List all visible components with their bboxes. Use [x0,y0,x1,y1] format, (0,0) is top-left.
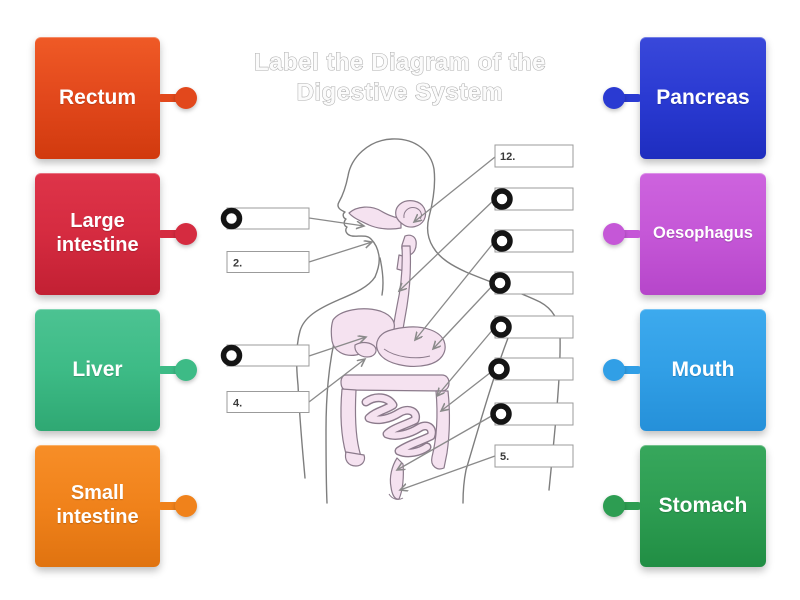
answer-slot-box [494,444,574,468]
card-surface: Rectum [35,37,160,159]
oesophagus-shape [392,245,411,337]
head-and-right-side-path [337,138,561,491]
label-card-oesophagus[interactable]: Oesophagus [598,173,788,295]
label-text: Large intestine [56,210,139,256]
connector-stem [157,94,187,102]
card-surface: Large intestine [35,173,160,295]
slot-number: 12. [500,151,515,163]
leader-line [400,455,496,490]
leader-lines [308,156,496,490]
connector-stem [157,366,187,374]
leader-line [399,198,496,291]
drop-target-pin[interactable] [488,358,510,380]
connector-stem [612,366,642,374]
connector-stem [612,230,642,238]
label-text: Oesophagus [653,224,753,243]
connector-stem [612,94,642,102]
drop-target-pin[interactable] [220,344,243,367]
leader-line [437,326,496,396]
rectum-shape [389,457,404,500]
left-torso-line [325,329,338,504]
answer-slot-box [494,144,574,168]
label-text: Liver [72,357,123,381]
slot-number: 2. [233,258,242,270]
diagram-title: Label the Diagram of the Digestive Syste… [253,48,546,106]
label-card-large-intestine[interactable]: Large intestine [35,173,225,295]
connector-stem [157,502,187,510]
slot-number: 4. [233,398,242,410]
throat-line [379,257,384,296]
drop-target-pin[interactable] [490,403,512,425]
label-text: Pancreas [656,85,750,109]
drop-target-pin[interactable] [489,272,511,294]
leader-line [308,242,372,263]
connector-dot [603,87,625,109]
label-card-small-intestine[interactable]: Small intestine [35,445,225,567]
leader-line [308,217,364,226]
leader-line [397,413,496,470]
label-text: Mouth [671,357,735,381]
anus-detail [388,493,404,500]
small-intestine-fill [362,394,435,456]
leader-line [308,337,366,357]
card-surface: Oesophagus [640,173,766,295]
leader-line [414,156,496,222]
connector-dot [175,495,197,517]
left-shoulder-arm-path [295,276,376,479]
stomach-curve-detail [383,348,431,359]
connector-dot [603,495,625,517]
title-line-1: Label the Diagram of the [254,49,546,76]
label-card-stomach[interactable]: Stomach [598,445,788,567]
card-surface: Small intestine [35,445,160,567]
drop-target-pin[interactable] [491,230,513,252]
connector-dot [603,223,625,245]
title-line-2: Digestive System [297,79,504,106]
label-text: Small intestine [56,482,139,528]
cecum-shape [344,451,366,467]
connector-stem [157,230,187,238]
mouth-tongue-shape [348,206,402,230]
slot-number: 5. [500,451,509,463]
drop-target-pin[interactable] [491,188,513,210]
label-text: Stomach [658,493,748,517]
label-card-rectum[interactable]: Rectum [35,37,225,159]
leader-line [308,359,365,403]
ascending-colon-shape [340,388,363,464]
card-surface: Mouth [640,309,766,431]
body-outline [295,138,561,504]
connector-stem [612,502,642,510]
card-surface: Pancreas [640,37,766,159]
label-card-mouth[interactable]: Mouth [598,309,788,431]
transverse-colon-shape [340,374,450,392]
card-surface: Stomach [640,445,766,567]
drop-target-pin[interactable] [220,207,243,230]
label-card-liver[interactable]: Liver [35,309,225,431]
connector-dot [175,359,197,381]
answer-slots: 2. 4. 12. 5. [220,144,574,468]
connector-dot [175,87,197,109]
digestive-organs [330,200,450,500]
label-text: Rectum [58,85,137,109]
leader-line [441,368,496,411]
connector-dot [175,223,197,245]
leader-line [433,282,496,349]
card-surface: Liver [35,309,160,431]
leader-line [415,240,496,340]
drop-target-pin[interactable] [490,316,512,338]
answer-slot-box [226,391,310,413]
label-card-pancreas[interactable]: Pancreas [598,37,788,159]
answer-slot-box [226,251,310,273]
connector-dot [603,359,625,381]
